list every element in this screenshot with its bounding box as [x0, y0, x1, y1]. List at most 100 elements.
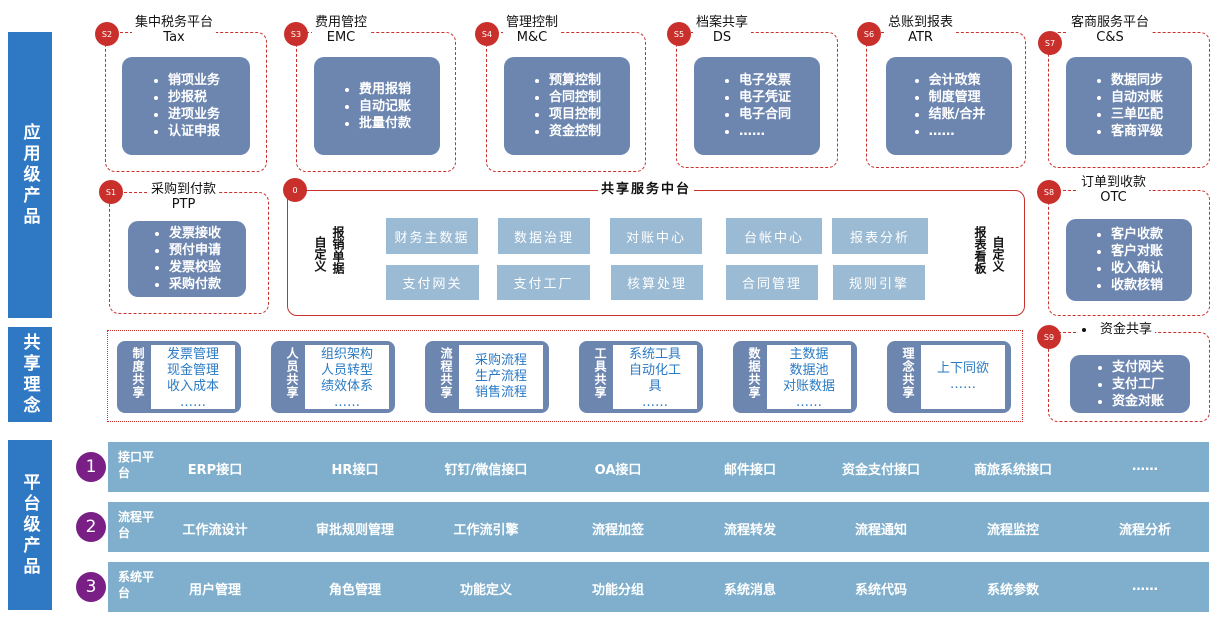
feature-item: 自动记账: [359, 98, 411, 115]
feature-item: 项目控制: [549, 106, 601, 123]
feature-item: ……: [929, 123, 986, 140]
platform-item: ……: [1132, 459, 1158, 474]
side-label-share: 共享理念: [8, 327, 52, 422]
module-title: 档案共享: [696, 15, 749, 30]
module-features: 费用报销自动记账批量付款: [314, 57, 440, 155]
feature-item: 制度管理: [929, 89, 986, 106]
module-badge: S2: [95, 22, 119, 46]
feature-item: 发票接收: [169, 225, 221, 242]
platform-item: 流程分析: [1118, 523, 1172, 538]
concept-line: ……: [796, 395, 822, 410]
platform-item: 审批规则管理: [315, 523, 395, 538]
module-badge: S7: [1038, 31, 1062, 55]
feature-item: 进项业务: [168, 106, 220, 123]
module-title: 客商服务平台: [1071, 15, 1150, 30]
shared-service-box: 合同管理: [726, 265, 818, 300]
feature-item: 资金对账: [1112, 393, 1164, 410]
feature-item: 自动对账: [1111, 89, 1163, 106]
platform-item: 资金支付接口: [841, 463, 921, 478]
module-badge: S3: [284, 22, 308, 46]
concept-line: ……: [642, 395, 668, 410]
shared-service-box: 支付工厂: [497, 265, 590, 300]
side-label-platform: 平台级产品: [8, 440, 52, 610]
concept-label: 数据共享: [747, 347, 761, 399]
concept-card: 人员共享组织架构人员转型绩效体系……: [271, 341, 395, 413]
shared-service-box: 核算处理: [611, 265, 703, 300]
platform-label: 流程平台: [118, 510, 155, 540]
module-badge: S9: [1037, 325, 1061, 349]
module-subtitle: PTP: [171, 197, 196, 212]
module-title: 集中税务平台: [135, 15, 214, 30]
feature-item: 采购付款: [169, 276, 221, 293]
platform-item: HR接口: [331, 463, 379, 478]
module-title: 资金共享: [1082, 322, 1152, 337]
concept-card: 制度共享发票管理现金管理收入成本……: [117, 341, 241, 413]
concept-line: ……: [180, 395, 206, 410]
module-features: 发票接收预付申请发票校验采购付款: [128, 221, 246, 297]
right-vertical-dashboard: 报表看板: [973, 226, 987, 274]
concept-line: 绩效体系: [320, 379, 373, 394]
feature-item: 结账/合并: [929, 106, 986, 123]
shared-service-box: 数据治理: [498, 218, 590, 254]
feature-item: 预算控制: [549, 72, 601, 89]
module-badge: S6: [857, 22, 881, 46]
platform-item: 流程加签: [591, 523, 645, 538]
platform-item: 系统代码: [854, 583, 908, 598]
concept-line: 销售流程: [474, 385, 527, 400]
module-title: 管理控制: [506, 15, 559, 30]
platform-item: OA接口: [594, 463, 642, 478]
feature-item: 三单匹配: [1111, 106, 1163, 123]
module-features: 支付网关支付工厂资金对账: [1070, 355, 1190, 413]
module-title-block: 资金共享: [1078, 322, 1156, 337]
concept-line: 收入成本: [166, 379, 219, 394]
concept-line: 数据池: [789, 363, 829, 378]
side-label-application: 应用级产品: [8, 32, 52, 318]
feature-item: 收入确认: [1111, 260, 1163, 277]
concept-line: ……: [950, 377, 976, 392]
platform-label: 系统平台: [118, 570, 155, 600]
feature-item: 发票校验: [169, 259, 221, 276]
concept-label: 制度共享: [131, 347, 145, 399]
sharing-concept-panel: [107, 330, 1023, 422]
module-subtitle: C&S: [1096, 30, 1124, 45]
module-subtitle: DS: [712, 30, 732, 45]
concept-line: 具: [648, 379, 662, 394]
concept-card: 流程共享采购流程生产流程销售流程: [425, 341, 549, 413]
module-subtitle: Tax: [163, 30, 185, 45]
platform-item: 用户管理: [188, 583, 242, 598]
module-frame: [676, 32, 838, 168]
concept-line: 自动化工: [628, 363, 681, 378]
feature-item: 支付网关: [1112, 359, 1164, 376]
concept-line: 发票管理: [166, 347, 219, 362]
platform-item: ERP接口: [187, 463, 243, 478]
feature-item: 电子合同: [739, 106, 791, 123]
concept-line: 组织架构: [320, 347, 373, 362]
platform-item: 邮件接口: [723, 463, 777, 478]
platform-item: 系统消息: [723, 583, 777, 598]
module-features: 客户收款客户对账收入确认收款核销: [1066, 219, 1192, 301]
concept-line: ……: [334, 395, 360, 410]
platform-number: 1: [76, 452, 106, 482]
feature-item: 电子凭证: [739, 89, 791, 106]
module-title: 总账到报表: [888, 15, 954, 30]
concept-card: 理念共享上下同欲……: [887, 341, 1011, 413]
feature-item: 抄报税: [168, 89, 220, 106]
platform-item: 流程监控: [986, 523, 1040, 538]
platform-item: 流程通知: [854, 523, 908, 538]
concept-label: 人员共享: [285, 347, 299, 399]
shared-service-box: 规则引擎: [833, 265, 925, 300]
platform-item: ……: [1132, 579, 1158, 594]
concept-card: 工具共享系统工具自动化工具……: [579, 341, 703, 413]
platform-number: 2: [76, 512, 106, 542]
feature-item: 收款核销: [1111, 277, 1163, 294]
right-vertical-custom: 自定义: [991, 236, 1005, 272]
feature-item: 批量付款: [359, 115, 411, 132]
concept-line: 对账数据: [782, 379, 835, 394]
platform-band: 系统平台用户管理角色管理功能定义功能分组系统消息系统代码系统参数……: [108, 562, 1209, 612]
